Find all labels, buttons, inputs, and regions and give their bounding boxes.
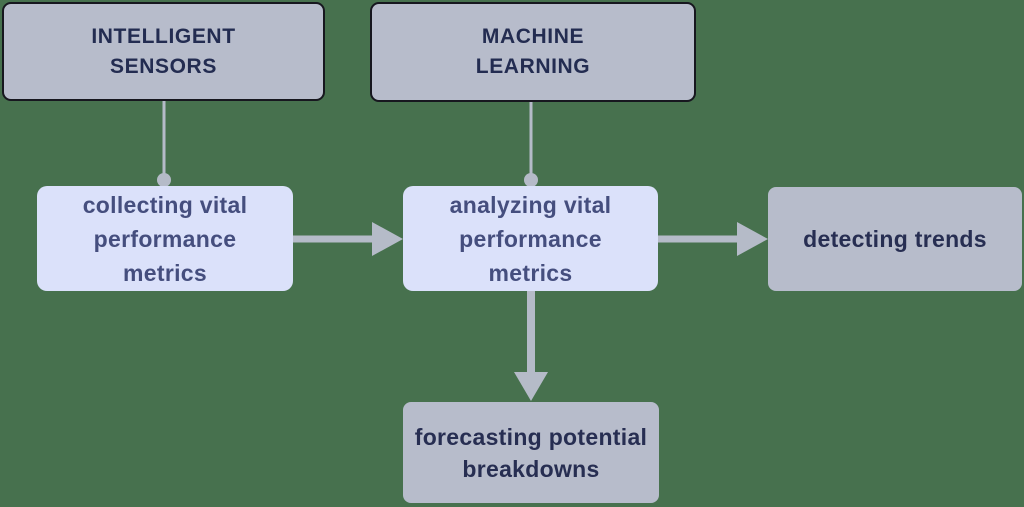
node-collecting-metrics-label: collecting vital performance metrics: [82, 191, 248, 286]
connector-ml-dot: [524, 173, 538, 187]
node-analyzing-metrics-label: analyzing vital performance metrics: [449, 191, 612, 286]
arrow-analyze-to-detect-head: [737, 222, 768, 256]
node-detecting-trends: detecting trends: [768, 187, 1022, 291]
node-collecting-metrics: collecting vital performance metrics: [37, 186, 293, 291]
node-intelligent-sensors-label: INTELLIGENT SENSORS: [91, 24, 236, 78]
arrow-collect-to-analyze-head: [372, 222, 403, 256]
arrow-analyze-to-forecast-head: [514, 372, 548, 401]
node-analyzing-metrics: analyzing vital performance metrics: [403, 186, 658, 291]
node-forecasting-breakdowns: forecasting potential breakdowns: [403, 402, 659, 503]
connector-sensors-dot: [157, 173, 171, 187]
node-machine-learning: MACHINE LEARNING: [370, 2, 696, 102]
node-machine-learning-label: MACHINE LEARNING: [475, 25, 591, 78]
node-forecasting-breakdowns-label: forecasting potential breakdowns: [414, 423, 648, 482]
node-intelligent-sensors: INTELLIGENT SENSORS: [2, 2, 325, 101]
node-detecting-trends-label: detecting trends: [803, 226, 987, 252]
